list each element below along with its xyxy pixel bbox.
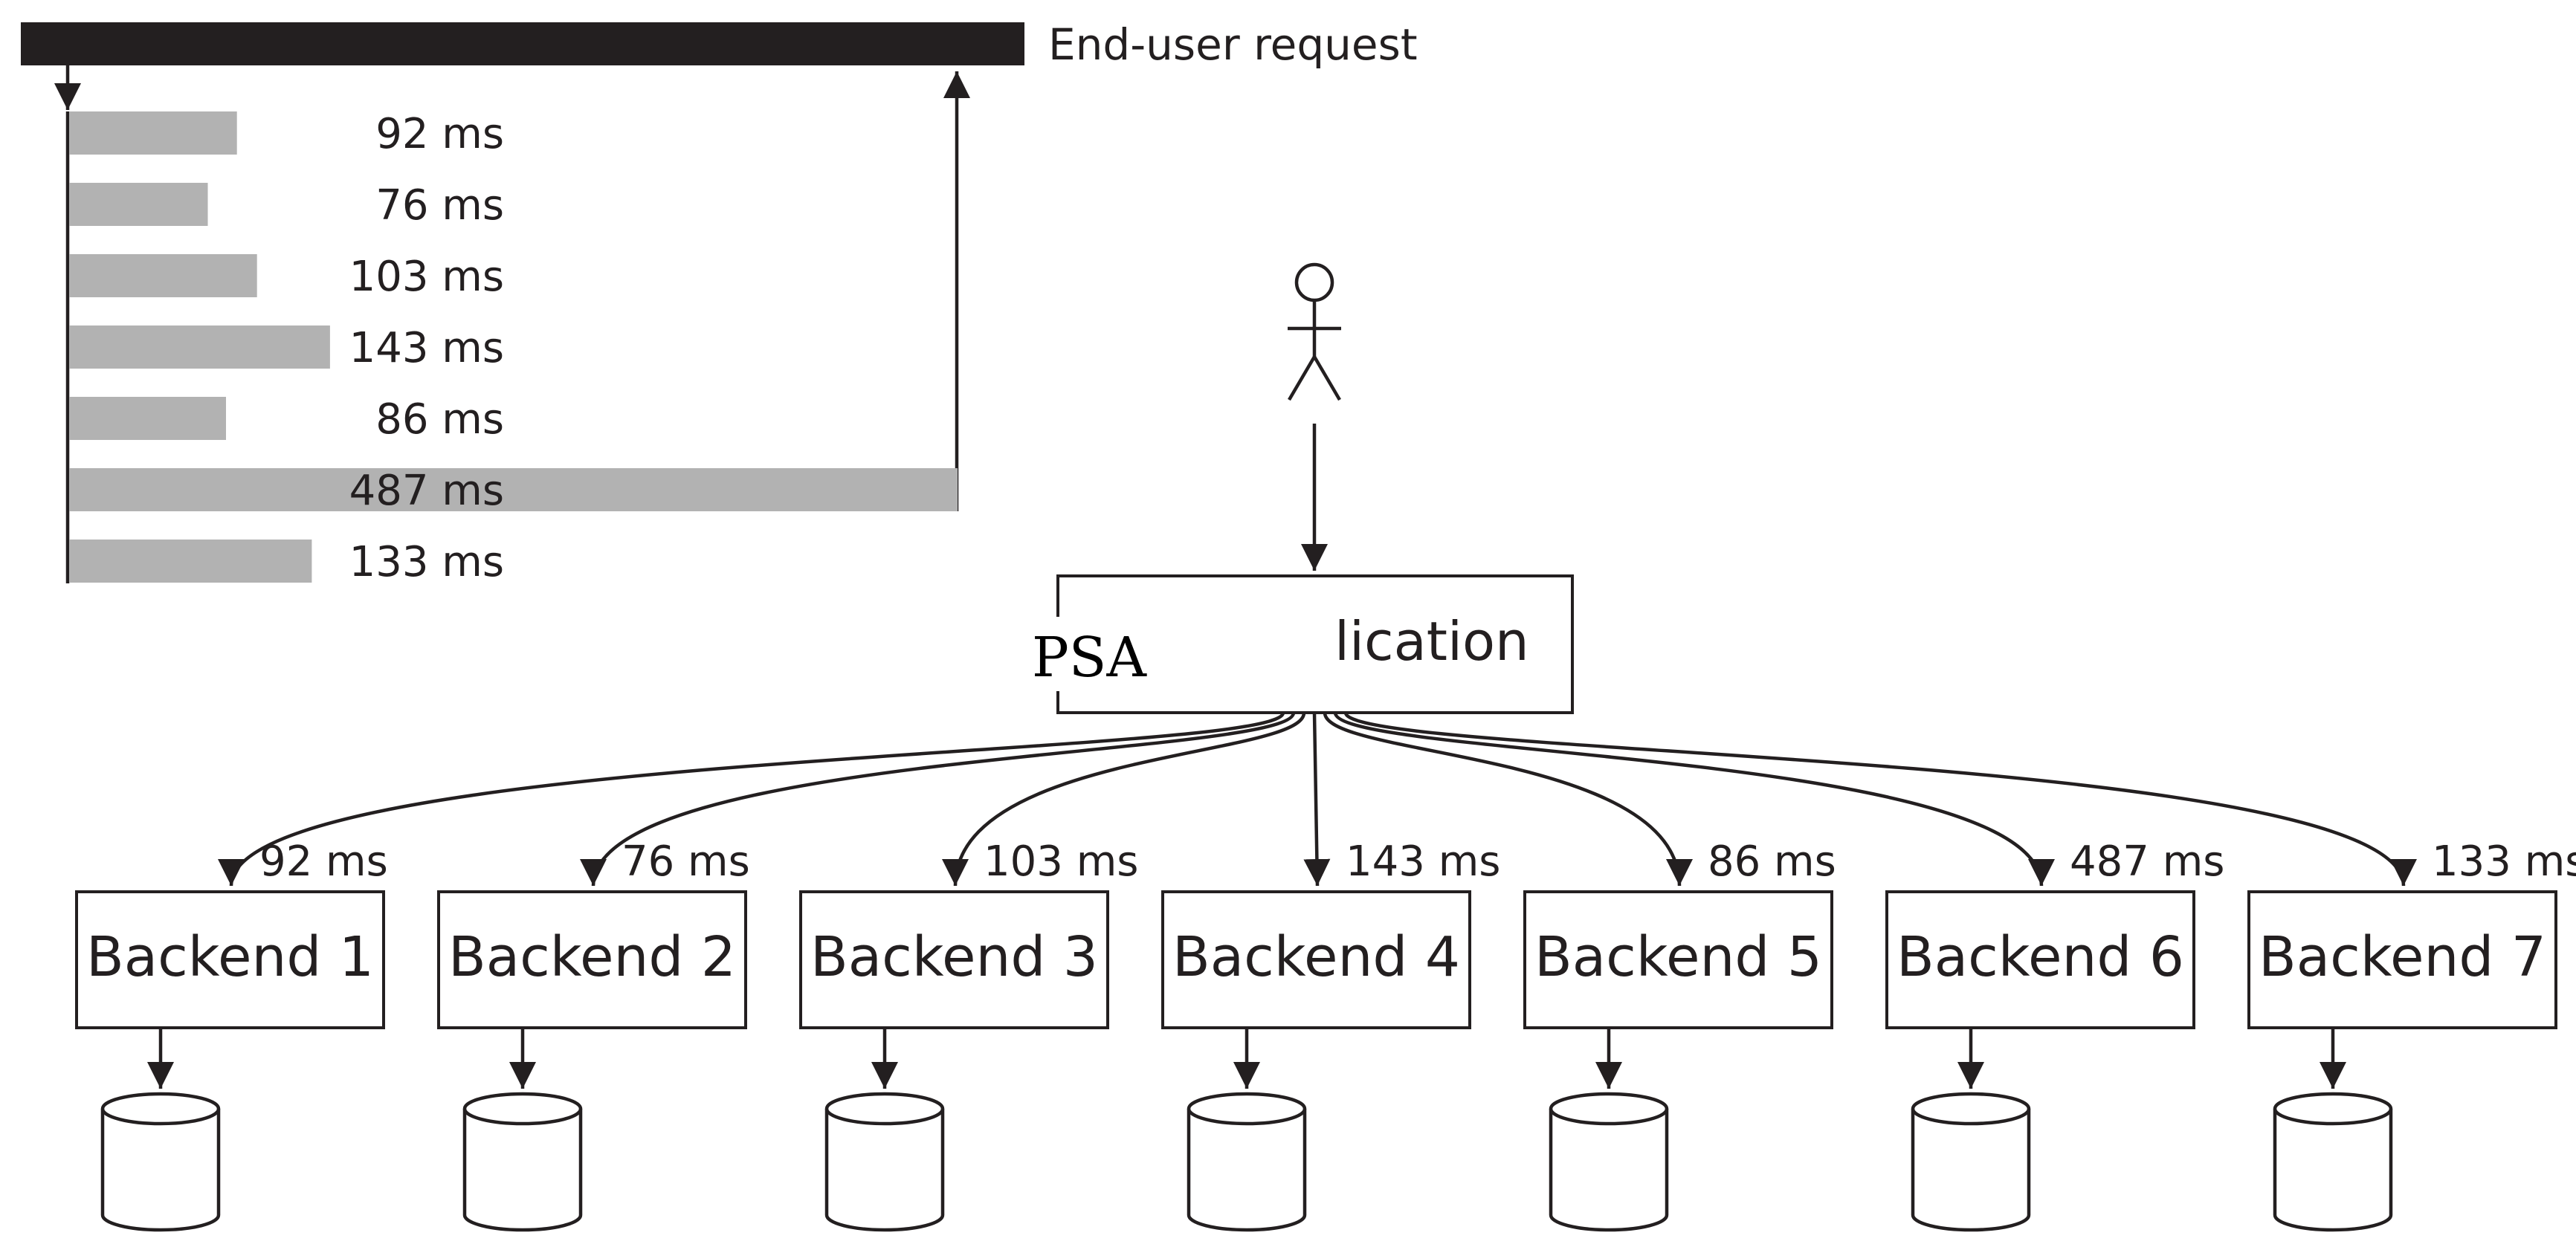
database-icon <box>1187 1092 1307 1232</box>
latency-bar-label: 86 ms <box>375 395 504 444</box>
database-icon <box>1549 1092 1669 1232</box>
fan-out-arrow <box>1333 712 2055 887</box>
backend-label: Backend 2 <box>448 925 736 989</box>
backend-label: Backend 4 <box>1172 925 1460 989</box>
fan-out-arrow <box>1303 712 1331 887</box>
fan-out-arrow <box>1343 712 2417 887</box>
latency-bar <box>69 397 226 440</box>
backend-latency-label: 133 ms <box>2432 838 2576 886</box>
backend-label: Backend 3 <box>810 925 1098 989</box>
database-icon <box>1911 1092 2031 1232</box>
application-label: lication <box>1334 610 1529 673</box>
latency-bar-label: 76 ms <box>375 181 504 230</box>
application-box: PSA lication <box>1030 574 1574 714</box>
backend-box: Backend 4 <box>1161 890 1471 1029</box>
latency-bar-label: 92 ms <box>375 110 504 158</box>
fan-out-arrow <box>580 712 1296 887</box>
backend-latency-label: 143 ms <box>1346 838 1500 886</box>
request-label: End-user request <box>1048 19 1418 70</box>
application-stamp: PSA <box>1032 626 1147 690</box>
request-bar <box>21 22 1024 65</box>
latency-bar <box>69 468 958 511</box>
backend-latency-label: 86 ms <box>1708 838 1836 886</box>
backend-label: Backend 7 <box>2259 925 2546 989</box>
latency-bars: 92 ms 76 ms 103 ms 143 ms 86 ms 487 ms 133 ms <box>69 110 958 586</box>
latency-bar-label: 487 ms <box>349 467 504 515</box>
latency-bar <box>69 183 208 226</box>
backend-latency-label: 487 ms <box>2070 838 2224 886</box>
latency-bar <box>69 111 237 155</box>
latency-bar <box>69 254 257 297</box>
latency-bar-label: 133 ms <box>349 538 504 586</box>
fan-out-arrow <box>1323 712 1693 887</box>
backend-box: Backend 5 <box>1523 890 1833 1029</box>
database-icon <box>2273 1092 2393 1232</box>
database-icon <box>462 1092 583 1232</box>
backend-box: Backend 2 <box>437 890 747 1029</box>
latency-bar <box>69 325 330 369</box>
latency-bar <box>69 540 312 583</box>
fan-out-calls: 92 ms 76 ms 103 ms 143 ms 86 ms 487 ms 133 ms <box>218 712 2576 887</box>
backend-label: Backend 6 <box>1897 925 2184 989</box>
backend-box: Backend 1 <box>75 890 385 1029</box>
backend-label: Backend 5 <box>1534 925 1822 989</box>
database-icon <box>824 1092 945 1232</box>
backend-latency-label: 92 ms <box>259 838 388 886</box>
backend-latency-label: 103 ms <box>984 838 1138 886</box>
latency-bar-label: 103 ms <box>349 253 504 301</box>
fan-out-arrow <box>218 712 1285 887</box>
fan-out-arrow <box>942 712 1306 887</box>
backend-box: Backend 3 <box>799 890 1109 1029</box>
backend-box: Backend 6 <box>1885 890 2195 1029</box>
application-stamp-patch <box>1030 617 1178 691</box>
backend-latency-label: 76 ms <box>622 838 750 886</box>
latency-timeline: End-user request 92 ms 76 ms 103 ms 143 ms 8… <box>21 19 1418 586</box>
user-icon <box>1288 262 1341 401</box>
backends: Backend 1 Backend 2 Backend 3 Backend 4 Back… <box>75 890 2557 1232</box>
backend-box: Backend 7 <box>2247 890 2557 1029</box>
backend-label: Backend 1 <box>86 925 374 989</box>
latency-bar-label: 143 ms <box>349 324 504 372</box>
database-icon <box>100 1092 221 1232</box>
